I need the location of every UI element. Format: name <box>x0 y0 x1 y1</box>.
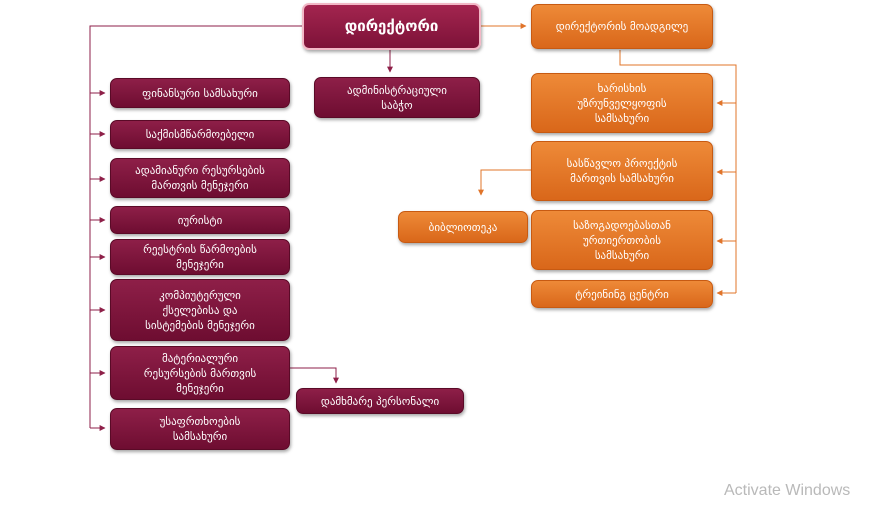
node-it: კომპიუტერული ქსელებისა და სისტემების მენ… <box>110 279 290 341</box>
node-lawyer: იურისტი <box>110 206 290 234</box>
node-finance: ფინანსური სამსახური <box>110 78 290 108</box>
activate-windows-watermark: Activate Windows <box>724 482 851 499</box>
node-quality: ხარისხის უზრუნველყოფის სამსახური <box>531 73 713 133</box>
node-security: უსაფრთხოების სამსახური <box>110 408 290 450</box>
node-training: ტრეინინგ ცენტრი <box>531 280 713 308</box>
node-registry: რეესტრის წარმოების მენეჯერი <box>110 239 290 275</box>
node-public-relations: საზოგადოებასთან ურთიერთობის სამსახური <box>531 210 713 270</box>
node-admin: ადმინისტრაციული საბჭო <box>314 77 480 118</box>
node-deputy: დირექტორის მოადგილე <box>531 4 713 49</box>
node-support-staff: დამხმარე პერსონალი <box>296 388 464 414</box>
node-projects: სასწავლო პროექტის მართვის სამსახური <box>531 141 713 201</box>
node-hr: ადამიანური რესურსების მართვის მენეჯერი <box>110 158 290 198</box>
arrow-support-staff <box>290 367 339 384</box>
node-director: დირექტორი <box>302 3 481 50</box>
node-material: მატერიალური რესურსების მართვის მენეჯერი <box>110 346 290 400</box>
node-library: ბიბლიოთეკა <box>398 211 528 243</box>
node-records: საქმისმწარმოებელი <box>110 120 290 149</box>
arrow-library <box>478 169 531 196</box>
